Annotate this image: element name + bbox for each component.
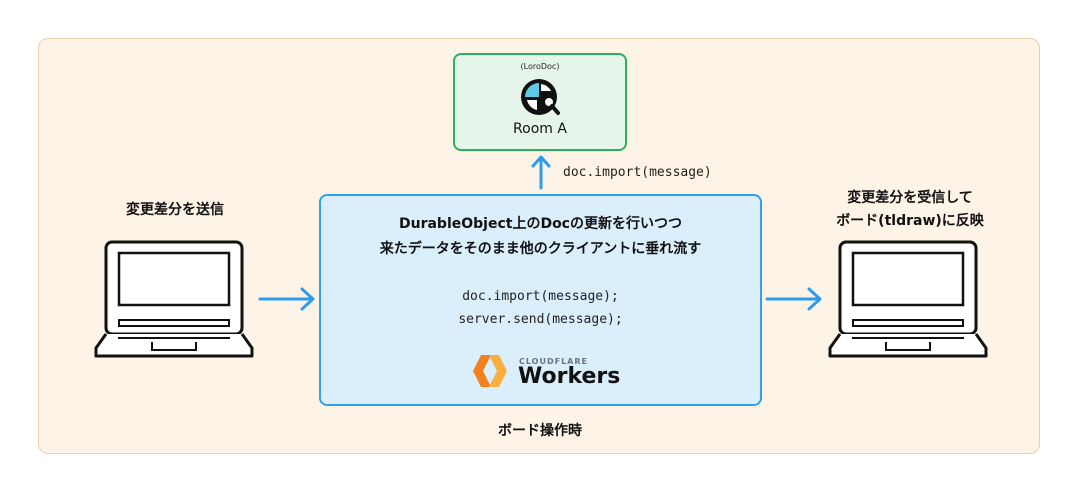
worker-title-line2: 来たデータをそのまま他のクライアントに垂れ流す xyxy=(379,241,702,257)
arrow-up-icon xyxy=(531,155,551,190)
worker-title-line1: DurableObject上のDocの更新を行いつつ xyxy=(398,216,682,232)
arrow-up-label: doc.import(message) xyxy=(563,165,712,180)
laptop-icon xyxy=(94,240,254,358)
cloudflare-workers-logo-icon xyxy=(473,355,507,387)
arrow-right-icon xyxy=(765,287,822,311)
worker-code-line1: doc.import(message); xyxy=(462,289,619,304)
brand-main: Workers xyxy=(518,364,621,389)
laptop-icon xyxy=(828,240,988,358)
arrow-right-icon xyxy=(258,287,315,311)
right-client-label-line2: ボード(tldraw)に反映 xyxy=(836,213,984,229)
worker-code-line2: server.send(message); xyxy=(458,312,623,327)
right-client-label-line1: 変更差分を受信して xyxy=(847,190,973,206)
worker-box: DurableObject上のDocの更新を行いつつ 来たデータをそのまま他のク… xyxy=(319,194,762,406)
caption: ボード操作時 xyxy=(498,423,582,439)
room-subtitle: (LoroDoc) xyxy=(520,62,560,71)
room-title: Room A xyxy=(513,121,567,137)
brand-top: CLOUDFLARE xyxy=(519,357,588,366)
room-box: (LoroDoc) Room A xyxy=(453,53,627,151)
loro-logo-icon xyxy=(521,79,560,115)
left-client-label: 変更差分を送信 xyxy=(126,202,224,218)
